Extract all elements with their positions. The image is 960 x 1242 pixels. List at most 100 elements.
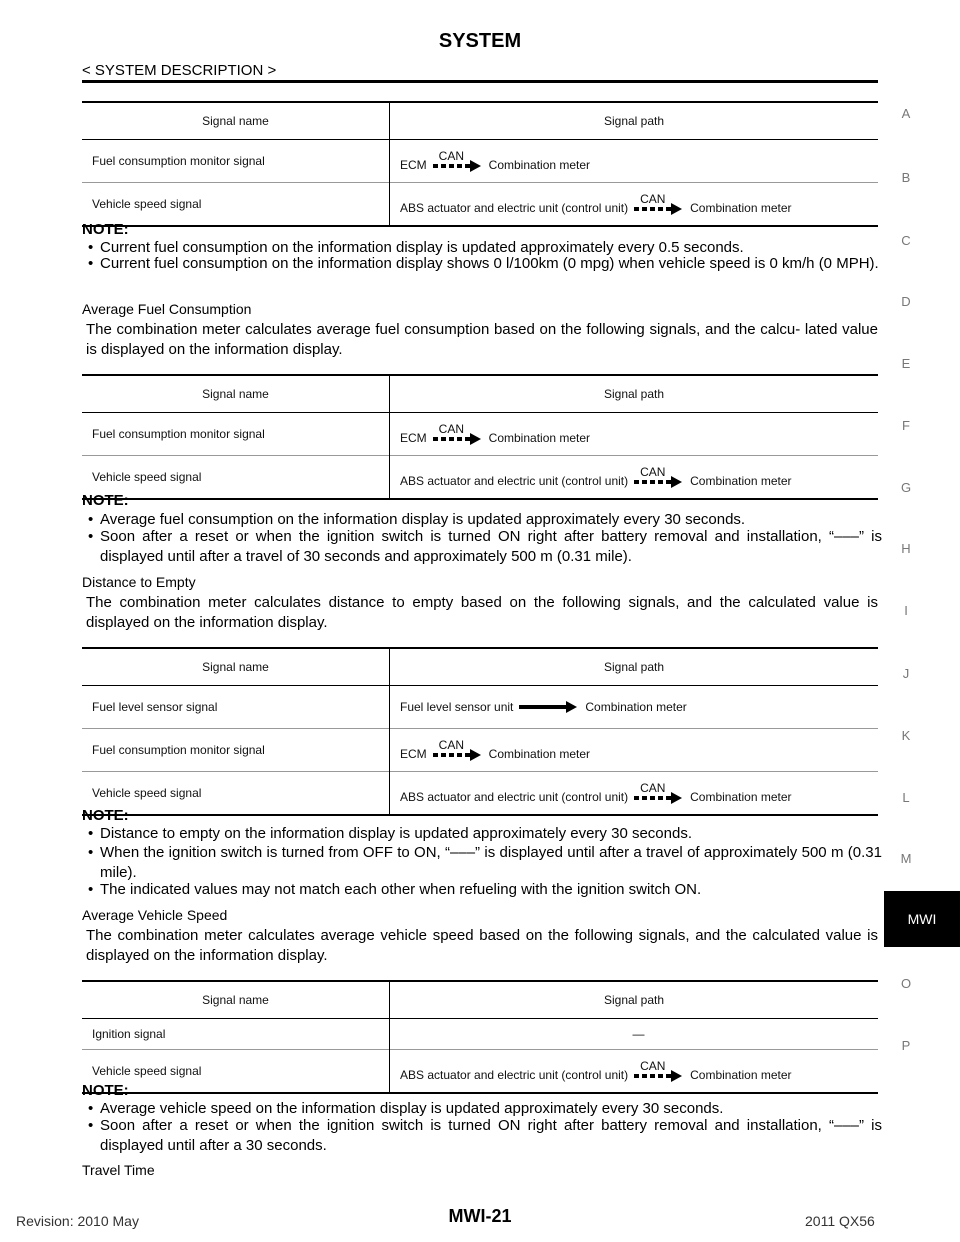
note-bullet: •When the ignition switch is turned from… bbox=[88, 844, 882, 881]
signal-path: ABS actuator and electric unit (control … bbox=[389, 455, 878, 500]
side-index-e[interactable]: E bbox=[901, 356, 911, 371]
section-paragraph: The combination meter calculates average… bbox=[86, 927, 878, 964]
side-index-h[interactable]: H bbox=[901, 541, 911, 556]
can-arrow-icon: CAN bbox=[634, 781, 684, 804]
signal-path: Fuel level sensor unit Combination meter bbox=[389, 685, 878, 729]
signal-path: ECM CAN Combination meter bbox=[389, 139, 878, 183]
side-tab-mwi[interactable]: MWI bbox=[884, 891, 960, 947]
path-to: Combination meter bbox=[488, 158, 591, 172]
section-heading: Travel Time bbox=[82, 1162, 155, 1178]
section-paragraph: The combination meter calculates average… bbox=[86, 321, 878, 358]
can-arrow-icon: CAN bbox=[634, 192, 684, 215]
can-arrow-icon: CAN bbox=[432, 738, 483, 761]
path-to: Combination meter bbox=[690, 790, 792, 804]
signal-path: ECM CAN Combination meter bbox=[389, 728, 878, 772]
signal-name: Fuel level sensor signal bbox=[82, 685, 390, 729]
signal-name: Fuel consumption monitor signal bbox=[82, 139, 390, 183]
col-header-signal-path: Signal path bbox=[389, 101, 878, 140]
signal-table-average-fuel: Signal name Signal path Fuel consumption… bbox=[82, 374, 878, 500]
side-index-c[interactable]: C bbox=[901, 233, 911, 248]
path-to: Combination meter bbox=[690, 201, 792, 215]
table-row: Vehicle speed signal ABS actuator and el… bbox=[82, 1049, 878, 1094]
path-from: ABS actuator and electric unit (control … bbox=[400, 1068, 629, 1082]
path-to: Combination meter bbox=[488, 431, 591, 445]
can-arrow-icon: CAN bbox=[634, 1059, 684, 1082]
can-arrow-icon: CAN bbox=[634, 465, 684, 488]
signal-path: ECM CAN Combination meter bbox=[389, 412, 878, 456]
side-index-b[interactable]: B bbox=[901, 170, 911, 185]
can-arrow-icon: CAN bbox=[432, 149, 483, 172]
note-bullet: •Average fuel consumption on the informa… bbox=[88, 511, 746, 528]
footer-model: 2011 QX56 bbox=[805, 1213, 875, 1229]
note-bullet: •Soon after a reset or when the ignition… bbox=[88, 1117, 882, 1154]
col-header-signal-name: Signal name bbox=[82, 647, 390, 686]
note-label: NOTE: bbox=[82, 807, 129, 824]
note-bullet: •Current fuel consumption on the informa… bbox=[88, 255, 879, 272]
path-from: Fuel level sensor unit bbox=[400, 700, 514, 714]
signal-table-distance-to-empty: Signal name Signal path Fuel level senso… bbox=[82, 647, 878, 816]
note-label: NOTE: bbox=[82, 1082, 129, 1099]
path-to: Combination meter bbox=[690, 1068, 792, 1082]
side-index-j[interactable]: J bbox=[902, 666, 910, 681]
note-bullet: •Soon after a reset or when the ignition… bbox=[88, 528, 882, 565]
side-index-g[interactable]: G bbox=[900, 480, 912, 495]
path-from: ABS actuator and electric unit (control … bbox=[400, 790, 629, 804]
table-row: Vehicle speed signal ABS actuator and el… bbox=[82, 182, 878, 227]
section-heading: Distance to Empty bbox=[82, 574, 196, 590]
col-header-signal-path: Signal path bbox=[389, 374, 878, 413]
path-to: Combination meter bbox=[690, 474, 792, 488]
side-index-d[interactable]: D bbox=[901, 294, 911, 309]
col-header-signal-name: Signal name bbox=[82, 101, 390, 140]
path-from: ECM bbox=[400, 158, 427, 172]
side-index-o[interactable]: O bbox=[900, 976, 912, 991]
table-row: Fuel level sensor signal Fuel level sens… bbox=[82, 685, 878, 729]
can-label: CAN bbox=[438, 738, 465, 752]
signal-name: Fuel consumption monitor signal bbox=[82, 728, 390, 772]
can-label: CAN bbox=[640, 781, 666, 795]
can-label: CAN bbox=[438, 149, 465, 163]
note-bullet: •Distance to empty on the information di… bbox=[88, 825, 692, 842]
can-arrow-icon: CAN bbox=[432, 422, 483, 445]
can-label: CAN bbox=[640, 192, 666, 206]
note-bullet: •The indicated values may not match each… bbox=[88, 881, 702, 898]
signal-name: Vehicle speed signal bbox=[82, 455, 390, 500]
can-label: CAN bbox=[640, 1059, 666, 1073]
signal-name: Ignition signal bbox=[82, 1018, 390, 1050]
path-to: Combination meter bbox=[488, 747, 591, 761]
side-index-a[interactable]: A bbox=[901, 106, 911, 121]
note-bullet: •Current fuel consumption on the informa… bbox=[88, 239, 744, 256]
path-from: ABS actuator and electric unit (control … bbox=[400, 201, 629, 215]
page-number: MWI-21 bbox=[448, 1206, 512, 1226]
note-label: NOTE: bbox=[82, 492, 129, 509]
side-index-m[interactable]: M bbox=[900, 851, 912, 866]
signal-table-current-fuel: Signal name Signal path Fuel consumption… bbox=[82, 101, 878, 227]
section-paragraph: The combination meter calculates distanc… bbox=[86, 594, 878, 631]
side-index-f[interactable]: F bbox=[902, 418, 910, 433]
table-row: Fuel consumption monitor signal ECM CAN … bbox=[82, 139, 878, 183]
signal-table-average-speed: Signal name Signal path Ignition signal … bbox=[82, 980, 878, 1094]
table-row: Fuel consumption monitor signal ECM CAN … bbox=[82, 412, 878, 456]
solid-arrow-icon bbox=[519, 700, 579, 714]
col-header-signal-name: Signal name bbox=[82, 374, 390, 413]
signal-name: Vehicle speed signal bbox=[82, 1049, 390, 1094]
signal-name: Vehicle speed signal bbox=[82, 182, 390, 227]
header-rule bbox=[82, 80, 878, 83]
note-bullet: •Average vehicle speed on the informatio… bbox=[88, 1100, 724, 1117]
table-row: Ignition signal — bbox=[82, 1018, 878, 1050]
path-from: ECM bbox=[400, 431, 427, 445]
path-from: ECM bbox=[400, 747, 427, 761]
side-index-l[interactable]: L bbox=[902, 790, 910, 805]
side-index-p[interactable]: P bbox=[901, 1038, 911, 1053]
table-row: Vehicle speed signal ABS actuator and el… bbox=[82, 455, 878, 500]
section-heading: Average Vehicle Speed bbox=[82, 907, 228, 923]
footer-revision: Revision: 2010 May bbox=[16, 1213, 139, 1229]
signal-path: ABS actuator and electric unit (control … bbox=[389, 1049, 878, 1094]
table-row: Vehicle speed signal ABS actuator and el… bbox=[82, 771, 878, 816]
path-to: Combination meter bbox=[585, 700, 687, 714]
signal-path: ABS actuator and electric unit (control … bbox=[389, 771, 878, 816]
side-index-k[interactable]: K bbox=[901, 728, 911, 743]
side-index-i[interactable]: I bbox=[904, 603, 908, 618]
can-label: CAN bbox=[640, 465, 666, 479]
page-title: SYSTEM bbox=[438, 30, 522, 52]
col-header-signal-path: Signal path bbox=[389, 980, 878, 1019]
